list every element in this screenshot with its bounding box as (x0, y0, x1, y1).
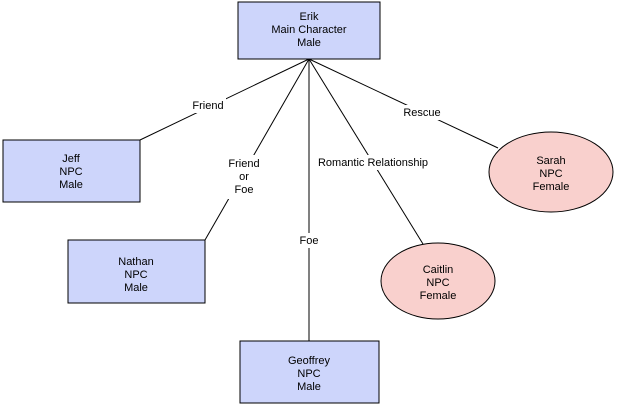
edge-erik-sarah (308, 58, 499, 149)
edge-label-romantic-relationship: Romantic Relationship (318, 155, 428, 170)
node-caitlin[interactable]: Caitlin NPC Female (380, 242, 496, 320)
label-bg (190, 98, 226, 113)
node-gender: Male (59, 179, 83, 191)
node-role: NPC (297, 368, 320, 380)
edge-label-text: Foe (300, 235, 319, 247)
edge-label-text: Friend (192, 100, 223, 112)
node-nathan-box (67, 239, 206, 304)
edge-erik-caitlin (308, 58, 424, 245)
label-bg (402, 105, 442, 120)
node-erik[interactable]: Erik Main Character Male (237, 1, 381, 60)
edge-label-text: Rescue (403, 107, 440, 119)
node-role: NPC (124, 269, 147, 281)
node-name: Jeff (62, 153, 80, 165)
edge-label-foe: Foe (297, 233, 321, 248)
node-sarah-ellipse (488, 131, 614, 213)
edge-label-text: Romantic Relationship (318, 157, 428, 169)
node-gender: Male (297, 381, 321, 393)
node-role: Main Character (271, 24, 347, 36)
node-name: Erik (300, 11, 319, 23)
node-gender: Female (420, 290, 457, 302)
node-gender: Female (533, 181, 570, 193)
label-bg (297, 233, 321, 248)
edge-erik-nathan (204, 58, 310, 241)
node-name: Nathan (118, 256, 153, 268)
node-gender: Male (297, 37, 321, 49)
edge-label-text: Foe (235, 184, 254, 196)
label-bg (318, 155, 428, 170)
node-gender: Male (124, 282, 148, 294)
node-name: Sarah (536, 155, 565, 167)
edge-label-friend: Friend (190, 98, 226, 113)
node-jeff[interactable]: Jeff NPC Male (2, 139, 141, 203)
node-role: NPC (539, 168, 562, 180)
node-erik-box (237, 1, 381, 60)
node-nathan[interactable]: Nathan NPC Male (67, 239, 206, 304)
node-role: NPC (426, 277, 449, 289)
node-jeff-box (2, 139, 141, 203)
edge-label-friend-or-foe: Friend or Foe (226, 155, 262, 199)
edge-label-rescue: Rescue (402, 105, 442, 120)
edge-label-text: Friend (228, 158, 259, 170)
node-sarah[interactable]: Sarah NPC Female (488, 131, 614, 213)
edges (139, 58, 499, 341)
edge-label-text: or (239, 171, 249, 183)
node-name: Caitlin (423, 264, 454, 276)
node-caitlin-ellipse (380, 242, 496, 320)
node-role: NPC (59, 166, 82, 178)
node-geoffrey-box (239, 340, 380, 404)
edge-labels: Friend Friend or Foe Foe Romantic Relati… (190, 98, 442, 248)
node-name: Geoffrey (288, 355, 330, 367)
node-geoffrey[interactable]: Geoffrey NPC Male (239, 340, 380, 404)
label-bg (226, 155, 262, 199)
